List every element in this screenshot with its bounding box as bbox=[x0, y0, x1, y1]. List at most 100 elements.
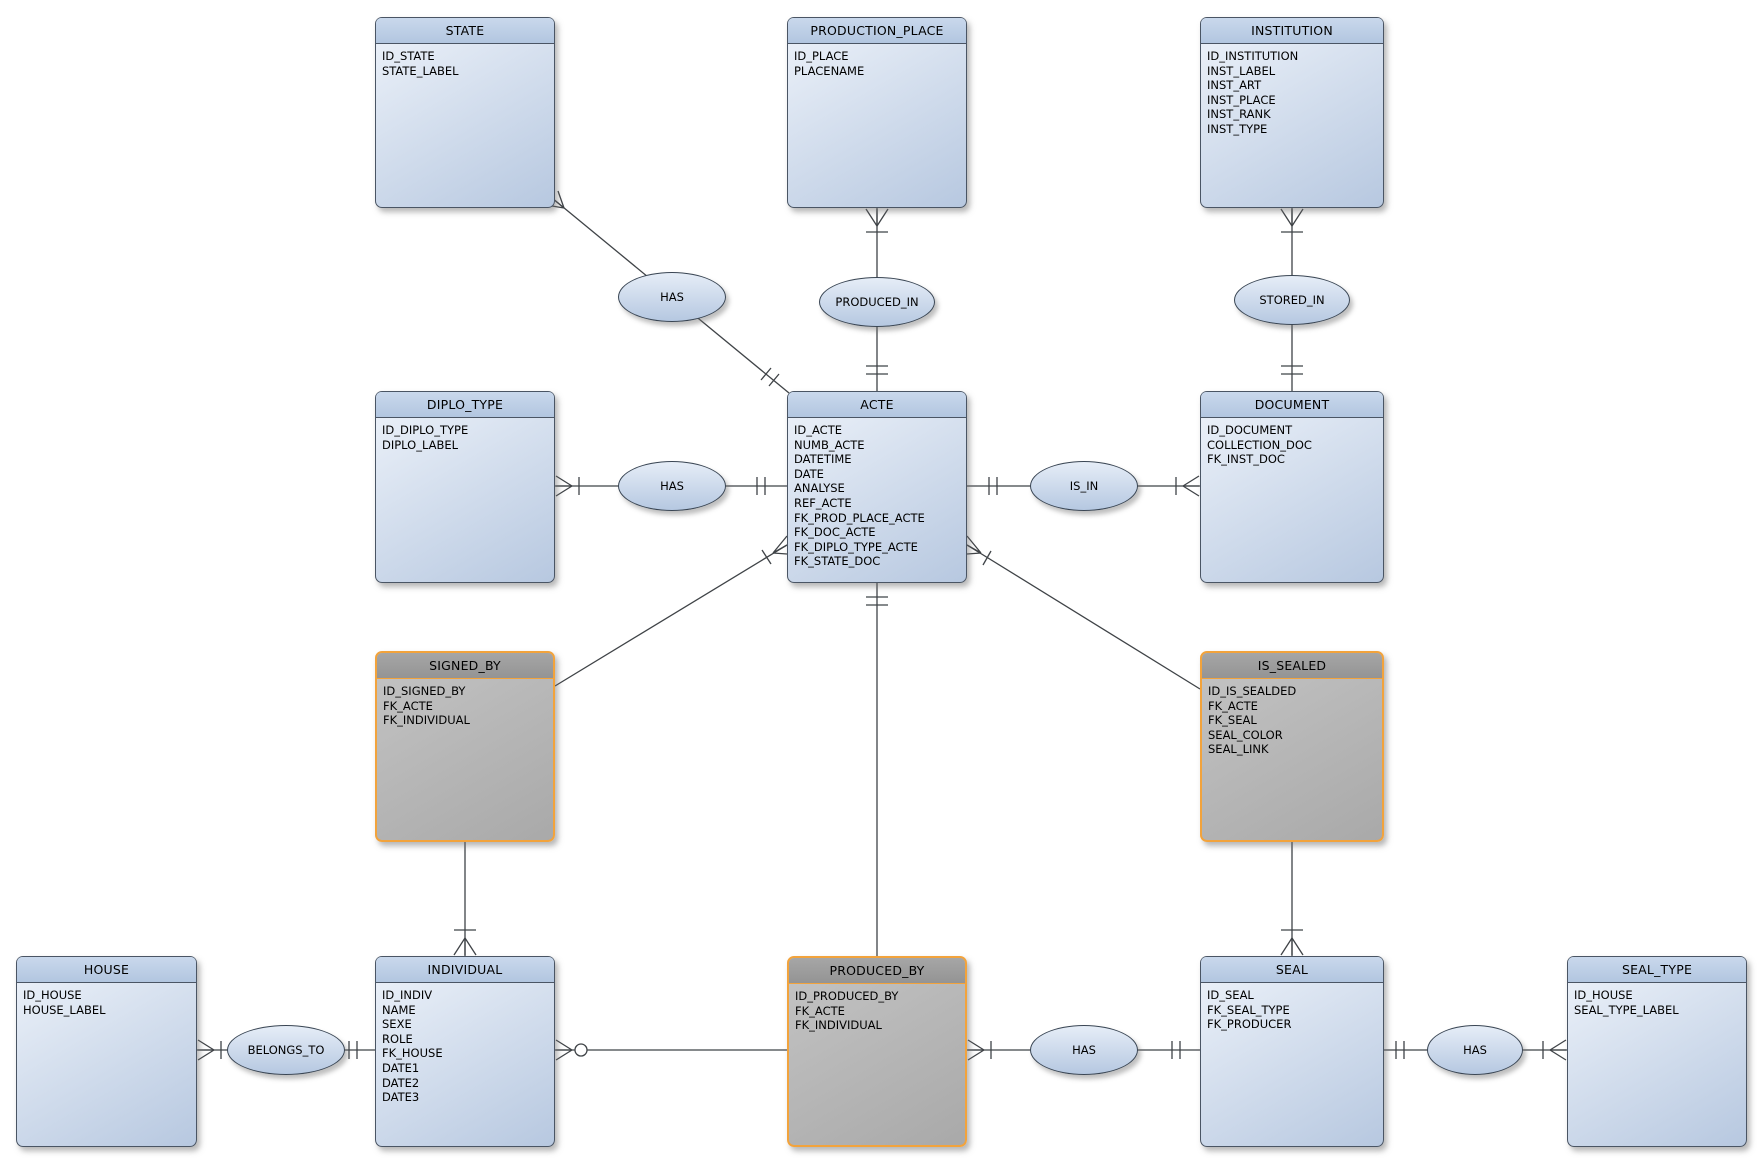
attribute-row: ID_HOUSE bbox=[23, 988, 82, 1002]
entity-institution-title: INSTITUTION bbox=[1201, 18, 1383, 44]
entity-seal-title: SEAL bbox=[1201, 957, 1383, 983]
attribute-row: SEAL_LINK bbox=[1208, 742, 1269, 757]
crowsfoot-many-marker bbox=[865, 208, 889, 227]
attribute-row: ANALYSE bbox=[794, 481, 845, 496]
attribute-row: DATE1 bbox=[382, 1060, 420, 1075]
attribute-row: INST_PLACE bbox=[1207, 92, 1276, 107]
attribute-row: ID_DIPLO_TYPE bbox=[382, 423, 469, 437]
attribute-row: STATE_LABEL bbox=[382, 63, 459, 78]
double-tick-one-marker bbox=[866, 365, 888, 375]
relationship-has-seal-sealtype[interactable]: HAS bbox=[1427, 1025, 1523, 1075]
crowsfoot-many-marker bbox=[1280, 208, 1304, 227]
connector-signedby-individual bbox=[453, 842, 477, 956]
attribute-row: FK_SEAL bbox=[1208, 713, 1257, 728]
relationship-is-in[interactable]: IS_IN bbox=[1030, 461, 1138, 511]
attribute-row: FK_STATE_DOC bbox=[794, 554, 881, 569]
entity-produced-by-title: PRODUCED_BY bbox=[789, 958, 965, 984]
attribute-row: HOUSE_LABEL bbox=[23, 1002, 106, 1017]
attribute-row: FK_SEAL_TYPE bbox=[1207, 1002, 1290, 1017]
attribute-row: INST_TYPE bbox=[1207, 121, 1268, 136]
attribute-row: DATETIME bbox=[794, 452, 852, 467]
double-tick-one-marker bbox=[866, 596, 888, 606]
entity-house-title: HOUSE bbox=[17, 957, 196, 983]
attribute-row: ID_INDIV bbox=[382, 988, 433, 1002]
zero-circle-marker bbox=[574, 1043, 588, 1057]
attribute-row: PLACENAME bbox=[794, 63, 865, 78]
relationship-belongs-to[interactable]: BELONGS_TO bbox=[227, 1025, 345, 1075]
attribute-row: DATE bbox=[794, 466, 824, 481]
attribute-row: ID_HOUSE bbox=[1574, 988, 1633, 1002]
connector-acte-signedby bbox=[554, 535, 788, 687]
attribute-row: FK_DIPLO_TYPE_ACTE bbox=[794, 539, 918, 554]
attribute-row: DATE2 bbox=[382, 1075, 420, 1090]
entity-is-sealed-title: IS_SEALED bbox=[1202, 653, 1382, 679]
attribute-row: FK_ACTE bbox=[1208, 698, 1258, 713]
relationship-stored-in[interactable]: STORED_IN bbox=[1234, 275, 1350, 325]
attribute-row: ID_INSTITUTION bbox=[1207, 49, 1299, 63]
relationship-has-diplotype-acte[interactable]: HAS bbox=[618, 461, 726, 511]
connector-issealed-seal bbox=[1280, 842, 1304, 956]
attribute-row: ID_PLACE bbox=[794, 49, 849, 63]
entity-production-place-title: PRODUCTION_PLACE bbox=[788, 18, 966, 44]
attribute-row: SEXE bbox=[382, 1017, 412, 1032]
attribute-row: SEAL_TYPE_LABEL bbox=[1574, 1002, 1679, 1017]
attribute-row: ROLE bbox=[382, 1031, 413, 1046]
relationship-produced-in[interactable]: PRODUCED_IN bbox=[819, 277, 935, 327]
entity-document-title: DOCUMENT bbox=[1201, 392, 1383, 418]
crowsfoot-many-marker bbox=[453, 937, 477, 956]
relationship-has-state-acte[interactable]: HAS bbox=[618, 272, 726, 322]
connector-acte-issealed bbox=[966, 535, 1201, 690]
relationship-has-producedby-seal[interactable]: HAS bbox=[1030, 1025, 1138, 1075]
attribute-row: INST_RANK bbox=[1207, 107, 1271, 122]
entity-state-title: STATE bbox=[376, 18, 554, 44]
attribute-row: ID_SEAL bbox=[1207, 988, 1254, 1002]
attribute-row: ID_STATE bbox=[382, 49, 435, 63]
crowsfoot-many-marker bbox=[197, 1039, 215, 1061]
crowsfoot-many-marker bbox=[1280, 937, 1304, 956]
entity-diplo-type-title: DIPLO_TYPE bbox=[376, 392, 554, 418]
double-tick-one-marker bbox=[348, 1041, 358, 1059]
attribute-row: NAME bbox=[382, 1002, 416, 1017]
crowsfoot-many-marker bbox=[772, 535, 788, 555]
attribute-row: SEAL_COLOR bbox=[1208, 727, 1283, 742]
connector-individual-producedby bbox=[555, 1039, 787, 1061]
crowsfoot-many-marker bbox=[555, 1039, 573, 1061]
entity-seal-type-title: SEAL_TYPE bbox=[1568, 957, 1746, 983]
attribute-row: FK_PROD_PLACE_ACTE bbox=[794, 510, 925, 525]
attribute-row: FK_HOUSE bbox=[382, 1046, 443, 1061]
attribute-row: FK_INDIVIDUAL bbox=[383, 713, 470, 728]
attribute-row: REF_ACTE bbox=[794, 495, 852, 510]
attribute-row: NUMB_ACTE bbox=[794, 437, 865, 452]
attribute-row: ID_PRODUCED_BY bbox=[795, 989, 899, 1003]
attribute-row: INST_ART bbox=[1207, 78, 1262, 93]
attribute-row: INST_LABEL bbox=[1207, 63, 1276, 78]
double-tick-one-marker bbox=[756, 477, 766, 495]
double-tick-one-marker bbox=[1395, 1041, 1405, 1059]
double-tick-one-marker bbox=[760, 367, 780, 387]
crowsfoot-many-marker bbox=[1549, 1039, 1567, 1061]
